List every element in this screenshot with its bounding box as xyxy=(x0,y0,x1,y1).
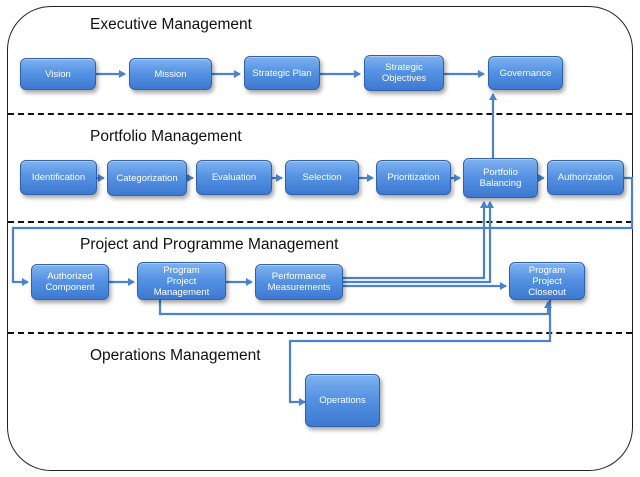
box-program-project-management[interactable]: Program Project Management xyxy=(137,262,226,300)
box-governance-label: Governance xyxy=(499,67,552,79)
box-performance-measurements-line1: Performance xyxy=(271,271,327,282)
box-categorization[interactable]: Categorization xyxy=(107,160,187,196)
box-performance-measurements[interactable]: Performance Measurements xyxy=(255,264,343,300)
box-prioritization-label: Prioritization xyxy=(387,172,440,183)
box-authorization[interactable]: Authorization xyxy=(547,160,624,195)
box-evaluation-label: Evaluation xyxy=(211,172,257,183)
box-authorized-component-line2: Component xyxy=(45,282,95,293)
box-operations[interactable]: Operations xyxy=(305,374,380,427)
section-title-project-programme-management: Project and Programme Management xyxy=(80,236,339,253)
section-divider-portfolio-project xyxy=(8,221,632,223)
box-vision[interactable]: Vision xyxy=(20,58,96,90)
box-portfolio-balancing[interactable]: Portfolio Balancing xyxy=(463,158,538,198)
box-authorized-component-line1: Authorized xyxy=(47,271,93,282)
box-strategic-plan-label: Strategic Plan xyxy=(252,67,312,79)
box-program-project-management-line3: Management xyxy=(153,286,210,298)
section-divider-project-operations xyxy=(8,332,632,334)
section-title-executive-management: Executive Management xyxy=(90,16,252,33)
box-program-project-closeout[interactable]: Program Project Closeout xyxy=(509,262,585,300)
box-authorized-component[interactable]: Authorized Component xyxy=(31,264,109,300)
section-title-operations-management: Operations Management xyxy=(90,347,261,364)
box-categorization-label: Categorization xyxy=(116,172,178,184)
box-portfolio-balancing-line2: Balancing xyxy=(479,178,522,189)
section-divider-executive-portfolio xyxy=(8,113,632,115)
box-program-project-closeout-line3: Closeout xyxy=(528,286,566,298)
box-performance-measurements-line2: Measurements xyxy=(267,282,331,293)
box-mission-label: Mission xyxy=(154,68,187,80)
box-strategic-objectives-line2: Objectives xyxy=(381,73,427,84)
section-title-portfolio-management: Portfolio Management xyxy=(90,128,242,145)
box-identification-label: Identification xyxy=(31,172,86,183)
box-selection-label: Selection xyxy=(302,172,342,183)
box-identification[interactable]: Identification xyxy=(20,160,97,195)
box-program-project-management-line2: Project xyxy=(166,275,197,287)
box-evaluation[interactable]: Evaluation xyxy=(196,160,272,195)
box-mission[interactable]: Mission xyxy=(129,58,212,90)
box-selection[interactable]: Selection xyxy=(285,160,359,195)
box-governance[interactable]: Governance xyxy=(488,56,563,90)
box-authorization-label: Authorization xyxy=(557,172,614,183)
box-program-project-management-line1: Program xyxy=(163,264,200,276)
box-prioritization[interactable]: Prioritization xyxy=(376,160,451,195)
box-strategic-objectives-line1: Strategic xyxy=(385,62,423,73)
box-strategic-objectives[interactable]: Strategic Objectives xyxy=(364,55,444,91)
box-portfolio-balancing-line1: Portfolio xyxy=(483,167,518,178)
box-operations-label: Operations xyxy=(319,395,366,406)
box-strategic-plan[interactable]: Strategic Plan xyxy=(244,56,320,90)
box-vision-label: Vision xyxy=(45,68,71,80)
box-program-project-closeout-line1: Program xyxy=(528,264,566,276)
box-program-project-closeout-line2: Project xyxy=(532,275,562,287)
